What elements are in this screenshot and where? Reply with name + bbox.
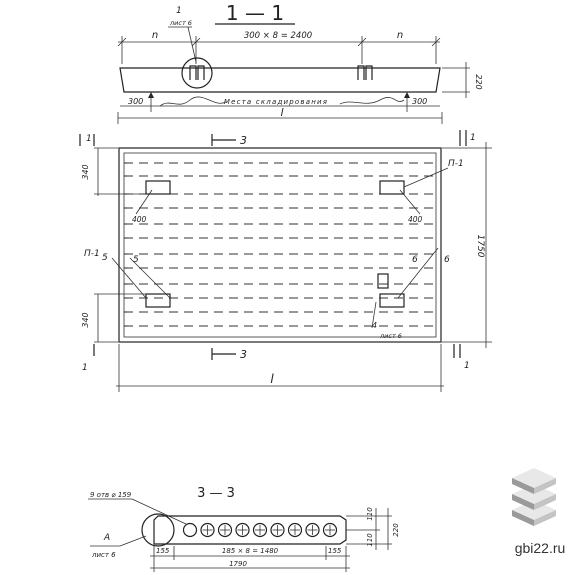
dim-300x8: 300 × 8 = 2400 (244, 31, 312, 41)
cut-3-bottom-label: 3 (240, 348, 247, 361)
slab-plan-outline (118, 147, 442, 343)
dim-155-left: 155 (156, 547, 170, 555)
dim-110-top: 110 (366, 507, 374, 521)
void-hole (252, 522, 268, 538)
void-hole (305, 522, 320, 538)
label-5-inner: 5 (133, 255, 139, 265)
callout-1-sheet: лист 6 (169, 19, 192, 27)
cut-1-top-right: 1 (470, 133, 476, 143)
brand-site-text: gbi22.ru (515, 540, 566, 556)
loop-pad-top-right (379, 180, 405, 195)
loop-pad-top-left (145, 180, 171, 195)
dim-n-right: n (397, 30, 403, 41)
dim-1750-width: 1750 (475, 235, 485, 258)
callout-4-sheet: лист 6 (379, 332, 402, 340)
section-1-1-title: 1 — 1 (226, 1, 284, 25)
loop-pad-bottom-right (379, 293, 405, 308)
void-hole (217, 522, 233, 538)
dim-1790-overall: 1790 (229, 560, 247, 568)
callout-4-number: 4 (372, 321, 377, 330)
label-p1-right: П-1 (448, 159, 464, 169)
void-hole (235, 522, 250, 538)
dim-300-left: 300 (128, 97, 143, 106)
label-5-left: 5 (102, 253, 108, 263)
dim-155-right: 155 (328, 547, 342, 555)
slab-cross-section (153, 515, 347, 545)
section-3-3: 3 — 3 9 отв ⌀ 159 А лист 6 155 185 × 8 =… (88, 486, 400, 572)
cut-3-top-label: 3 (240, 134, 247, 147)
cut-1-bottom-left: 1 (82, 363, 88, 373)
lifting-loop-left (189, 65, 205, 80)
label-p1-left: П-1 (84, 249, 100, 259)
storage-note: Места складирования (224, 98, 328, 106)
label-6-right: 6 (444, 255, 450, 265)
dim-340-top: 340 (81, 164, 90, 179)
void-hole (270, 522, 285, 538)
callout-1-number: 1 (176, 6, 182, 16)
void-hole (200, 522, 215, 538)
brand-logo: gbi22.ru (512, 468, 565, 556)
dim-220-height: 220 (474, 74, 483, 89)
overall-l-bottom: l (270, 372, 274, 386)
slab-side-view (119, 67, 441, 93)
loop-pad-bottom-left (145, 293, 171, 308)
detail-6-marker (377, 273, 389, 289)
dim-400-right: 400 (408, 215, 423, 224)
cut-1-bottom-right: 1 (464, 361, 470, 371)
detail-circle-a (141, 513, 175, 547)
layered-blocks-icon (512, 468, 556, 526)
dim-220-section: 220 (392, 523, 400, 537)
dim-185x8: 185 × 8 = 1480 (222, 547, 279, 555)
dim-110-bottom: 110 (366, 533, 374, 547)
label-6-inner: 6 (412, 255, 418, 265)
callout-a-letter: А (103, 533, 110, 543)
cut-1-top-left: 1 (86, 134, 92, 144)
top-dimension-line (117, 36, 441, 64)
dim-300-right: 300 (412, 97, 427, 106)
section-3-3-title: 3 — 3 (197, 486, 235, 501)
dim-400-left: 400 (132, 215, 147, 224)
detail-circle (181, 57, 213, 89)
callout-a-sheet: лист 6 (91, 551, 116, 559)
hole-note: 9 отв ⌀ 159 (90, 491, 132, 499)
plan-view: 3 1 1 40 (79, 130, 492, 392)
storage-wavy-line (159, 96, 227, 107)
lifting-loop-right (357, 65, 373, 80)
dim-n-left: n (152, 30, 158, 41)
overall-l-top: l (280, 106, 283, 119)
void-hole (182, 522, 198, 538)
section-1-1: 1 — 1 n 300 × 8 = 2400 n 1 лист 6 (117, 1, 483, 124)
dim-340-bottom: 340 (81, 312, 90, 327)
void-hole (287, 522, 303, 538)
void-holes (182, 522, 338, 538)
void-hole (322, 522, 338, 538)
